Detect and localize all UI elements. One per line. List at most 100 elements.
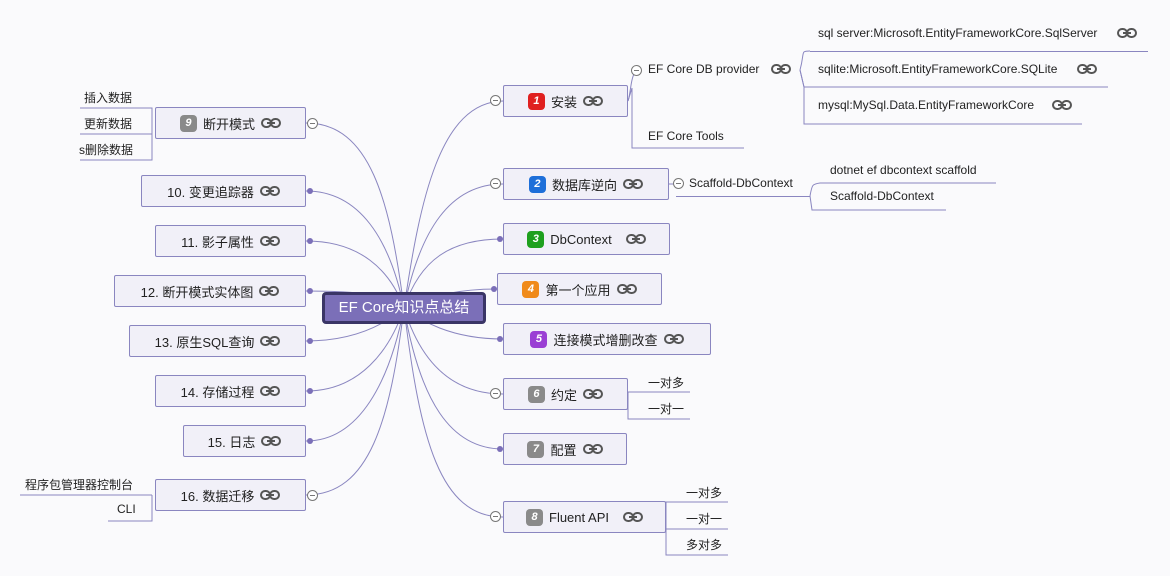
subtopic-cli[interactable]: CLI: [117, 502, 136, 516]
collapse-icon[interactable]: [490, 95, 501, 106]
topic-logging[interactable]: 15. 日志: [183, 425, 306, 457]
collapse-icon[interactable]: [490, 388, 501, 399]
subtopic-one-to-many[interactable]: 一对多: [686, 484, 722, 501]
topic-entity-graph[interactable]: 12. 断开模式实体图: [114, 275, 306, 307]
number-badge-icon: 5: [530, 330, 548, 348]
subtopic-label: EF Core DB provider: [648, 62, 760, 76]
connector-dot: [307, 238, 313, 244]
subtopic-label: Scaffold-DbContext: [830, 189, 934, 203]
topic-reverse-engineer[interactable]: 2 数据库逆向: [503, 168, 669, 200]
link-icon[interactable]: [616, 283, 637, 295]
subtopic-label: Scaffold-DbContext: [689, 176, 793, 190]
subtopic-scaffold-cmd[interactable]: Scaffold-DbContext: [830, 189, 934, 203]
topic-dbcontext[interactable]: 3 DbContext: [503, 223, 670, 255]
topic-label: 连接模式增删改查: [553, 332, 658, 348]
topic-label: 配置: [550, 442, 577, 458]
subtopic-sqlserver[interactable]: sql server:Microsoft.EntityFrameworkCore…: [818, 26, 1138, 40]
subtopic-dotnet-ef[interactable]: dotnet ef dbcontext scaffold: [830, 163, 977, 177]
collapse-icon[interactable]: [307, 118, 318, 129]
topic-label: 安装: [550, 94, 577, 110]
subtopic-mysql[interactable]: mysql:MySql.Data.EntityFrameworkCore: [818, 98, 1073, 112]
subtopic-label: 一对多: [648, 376, 685, 390]
topic-label: 断开模式: [202, 116, 255, 132]
link-icon[interactable]: [771, 63, 792, 75]
subtopic-update[interactable]: 更新数据: [84, 115, 132, 132]
collapse-icon[interactable]: [490, 178, 501, 189]
topic-configuration[interactable]: 7 配置: [503, 433, 627, 465]
link-icon[interactable]: [1117, 27, 1138, 39]
collapse-icon[interactable]: [631, 65, 642, 76]
subtopic-many-to-many[interactable]: 多对多: [686, 536, 722, 553]
topic-label: 10. 变更追踪器: [167, 184, 254, 200]
link-icon[interactable]: [261, 435, 282, 447]
connector-dot: [491, 286, 497, 292]
link-icon[interactable]: [260, 335, 281, 347]
topic-raw-sql[interactable]: 13. 原生SQL查询: [129, 325, 306, 357]
collapse-icon[interactable]: [673, 178, 684, 189]
number-badge-icon: 7: [527, 440, 545, 458]
subtopic-ef-tools[interactable]: EF Core Tools: [648, 129, 724, 143]
number-badge-icon: 3: [527, 230, 545, 248]
subtopic-label: sql server:Microsoft.EntityFrameworkCore…: [818, 26, 1098, 40]
link-icon[interactable]: [1077, 63, 1098, 75]
topic-label: 约定: [550, 387, 577, 403]
underline: [810, 51, 1148, 52]
connector-dot: [307, 388, 313, 394]
topic-install[interactable]: 1 安装: [503, 85, 628, 117]
subtopic-label: EF Core Tools: [648, 129, 724, 143]
subtopic-label: s删除数据: [79, 143, 134, 157]
link-icon[interactable]: [259, 285, 280, 297]
topic-label: 数据库逆向: [551, 177, 617, 193]
collapse-icon[interactable]: [307, 490, 318, 501]
topic-label: Fluent API: [549, 509, 609, 525]
topic-migrations[interactable]: 16. 数据迁移: [155, 479, 306, 511]
subtopic-one-to-many[interactable]: 一对多: [648, 374, 684, 391]
link-icon[interactable]: [259, 185, 280, 197]
subtopic-insert[interactable]: 插入数据: [84, 89, 132, 106]
link-icon[interactable]: [260, 489, 281, 501]
subtopic-sqlite[interactable]: sqlite:Microsoft.EntityFrameworkCore.SQL…: [818, 62, 1098, 76]
connector-dot: [307, 338, 313, 344]
topic-first-app[interactable]: 4 第一个应用: [497, 273, 662, 305]
topic-shadow-property[interactable]: 11. 影子属性: [155, 225, 306, 257]
connector-dot: [307, 438, 313, 444]
subtopic-label: 更新数据: [84, 117, 133, 131]
subtopic-delete[interactable]: s删除数据: [79, 141, 133, 158]
topic-convention[interactable]: 6 约定: [503, 378, 628, 410]
topic-disconnected[interactable]: 9 断开模式: [155, 107, 306, 139]
topic-label: 13. 原生SQL查询: [154, 334, 255, 350]
subtopic-one-to-one[interactable]: 一对一: [648, 400, 684, 417]
subtopic-label: 插入数据: [84, 91, 133, 105]
topic-label: 14. 存储过程: [180, 384, 255, 400]
link-icon[interactable]: [625, 233, 646, 245]
topic-stored-procedure[interactable]: 14. 存储过程: [155, 375, 306, 407]
link-icon[interactable]: [663, 333, 684, 345]
subtopic-scaffold[interactable]: Scaffold-DbContext: [689, 176, 793, 190]
root-topic[interactable]: EF Core知识点总结: [322, 292, 486, 324]
collapse-icon[interactable]: [490, 511, 501, 522]
number-badge-icon: 6: [527, 385, 545, 403]
subtopic-package-manager[interactable]: 程序包管理器控制台: [25, 476, 133, 493]
subtopic-label: CLI: [117, 502, 136, 516]
link-icon[interactable]: [623, 178, 643, 190]
topic-change-tracker[interactable]: 10. 变更追踪器: [141, 175, 306, 207]
link-icon[interactable]: [622, 511, 643, 523]
link-icon[interactable]: [583, 95, 603, 107]
subtopic-label: dotnet ef dbcontext scaffold: [830, 163, 977, 177]
topic-label: 第一个应用: [545, 282, 611, 298]
subtopic-label: 一对一: [648, 402, 685, 416]
topic-label: 12. 断开模式实体图: [140, 284, 254, 300]
subtopic-db-provider[interactable]: EF Core DB provider: [648, 62, 792, 76]
number-badge-icon: 2: [528, 175, 546, 193]
topic-connected-crud[interactable]: 5 连接模式增删改查: [503, 323, 711, 355]
link-icon[interactable]: [582, 443, 603, 455]
link-icon[interactable]: [259, 235, 280, 247]
subtopic-one-to-one[interactable]: 一对一: [686, 510, 722, 527]
link-icon[interactable]: [261, 117, 281, 129]
link-icon[interactable]: [1052, 99, 1073, 111]
link-icon[interactable]: [583, 388, 603, 400]
topic-fluent-api[interactable]: 8 Fluent API: [503, 501, 666, 533]
subtopic-label: mysql:MySql.Data.EntityFrameworkCore: [818, 98, 1035, 112]
link-icon[interactable]: [260, 385, 281, 397]
